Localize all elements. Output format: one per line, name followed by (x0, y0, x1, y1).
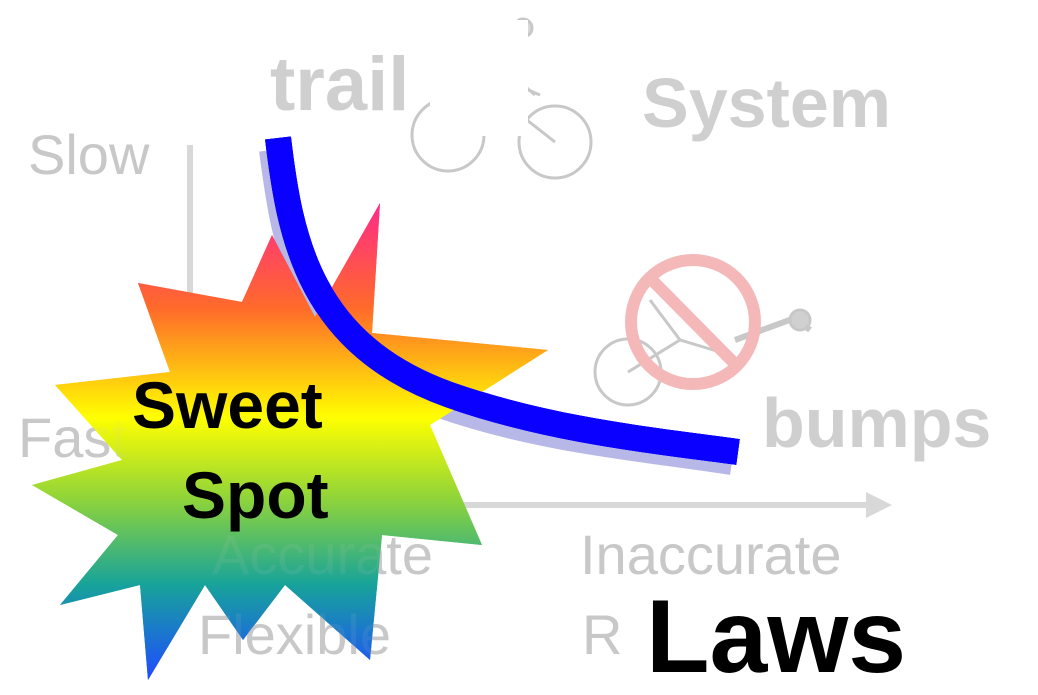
trail-label: trail (270, 42, 410, 127)
sweet-spot-burst-top (32, 203, 548, 680)
system-label: System (642, 64, 892, 142)
no-symbol-icon (625, 254, 761, 390)
tradeoff-curve-top (265, 136, 740, 465)
x-axis-arrowhead (866, 492, 892, 518)
bumps-label: bumps (762, 384, 992, 462)
spot-label: Spot (182, 458, 329, 532)
slow-label: Slow (28, 123, 150, 186)
icon-mask (430, 20, 528, 136)
sweet-label: Sweet (132, 368, 323, 442)
laws-label: Laws (646, 579, 907, 695)
rigid-label: R (582, 603, 623, 666)
inaccurate-label: Inaccurate (580, 523, 842, 586)
